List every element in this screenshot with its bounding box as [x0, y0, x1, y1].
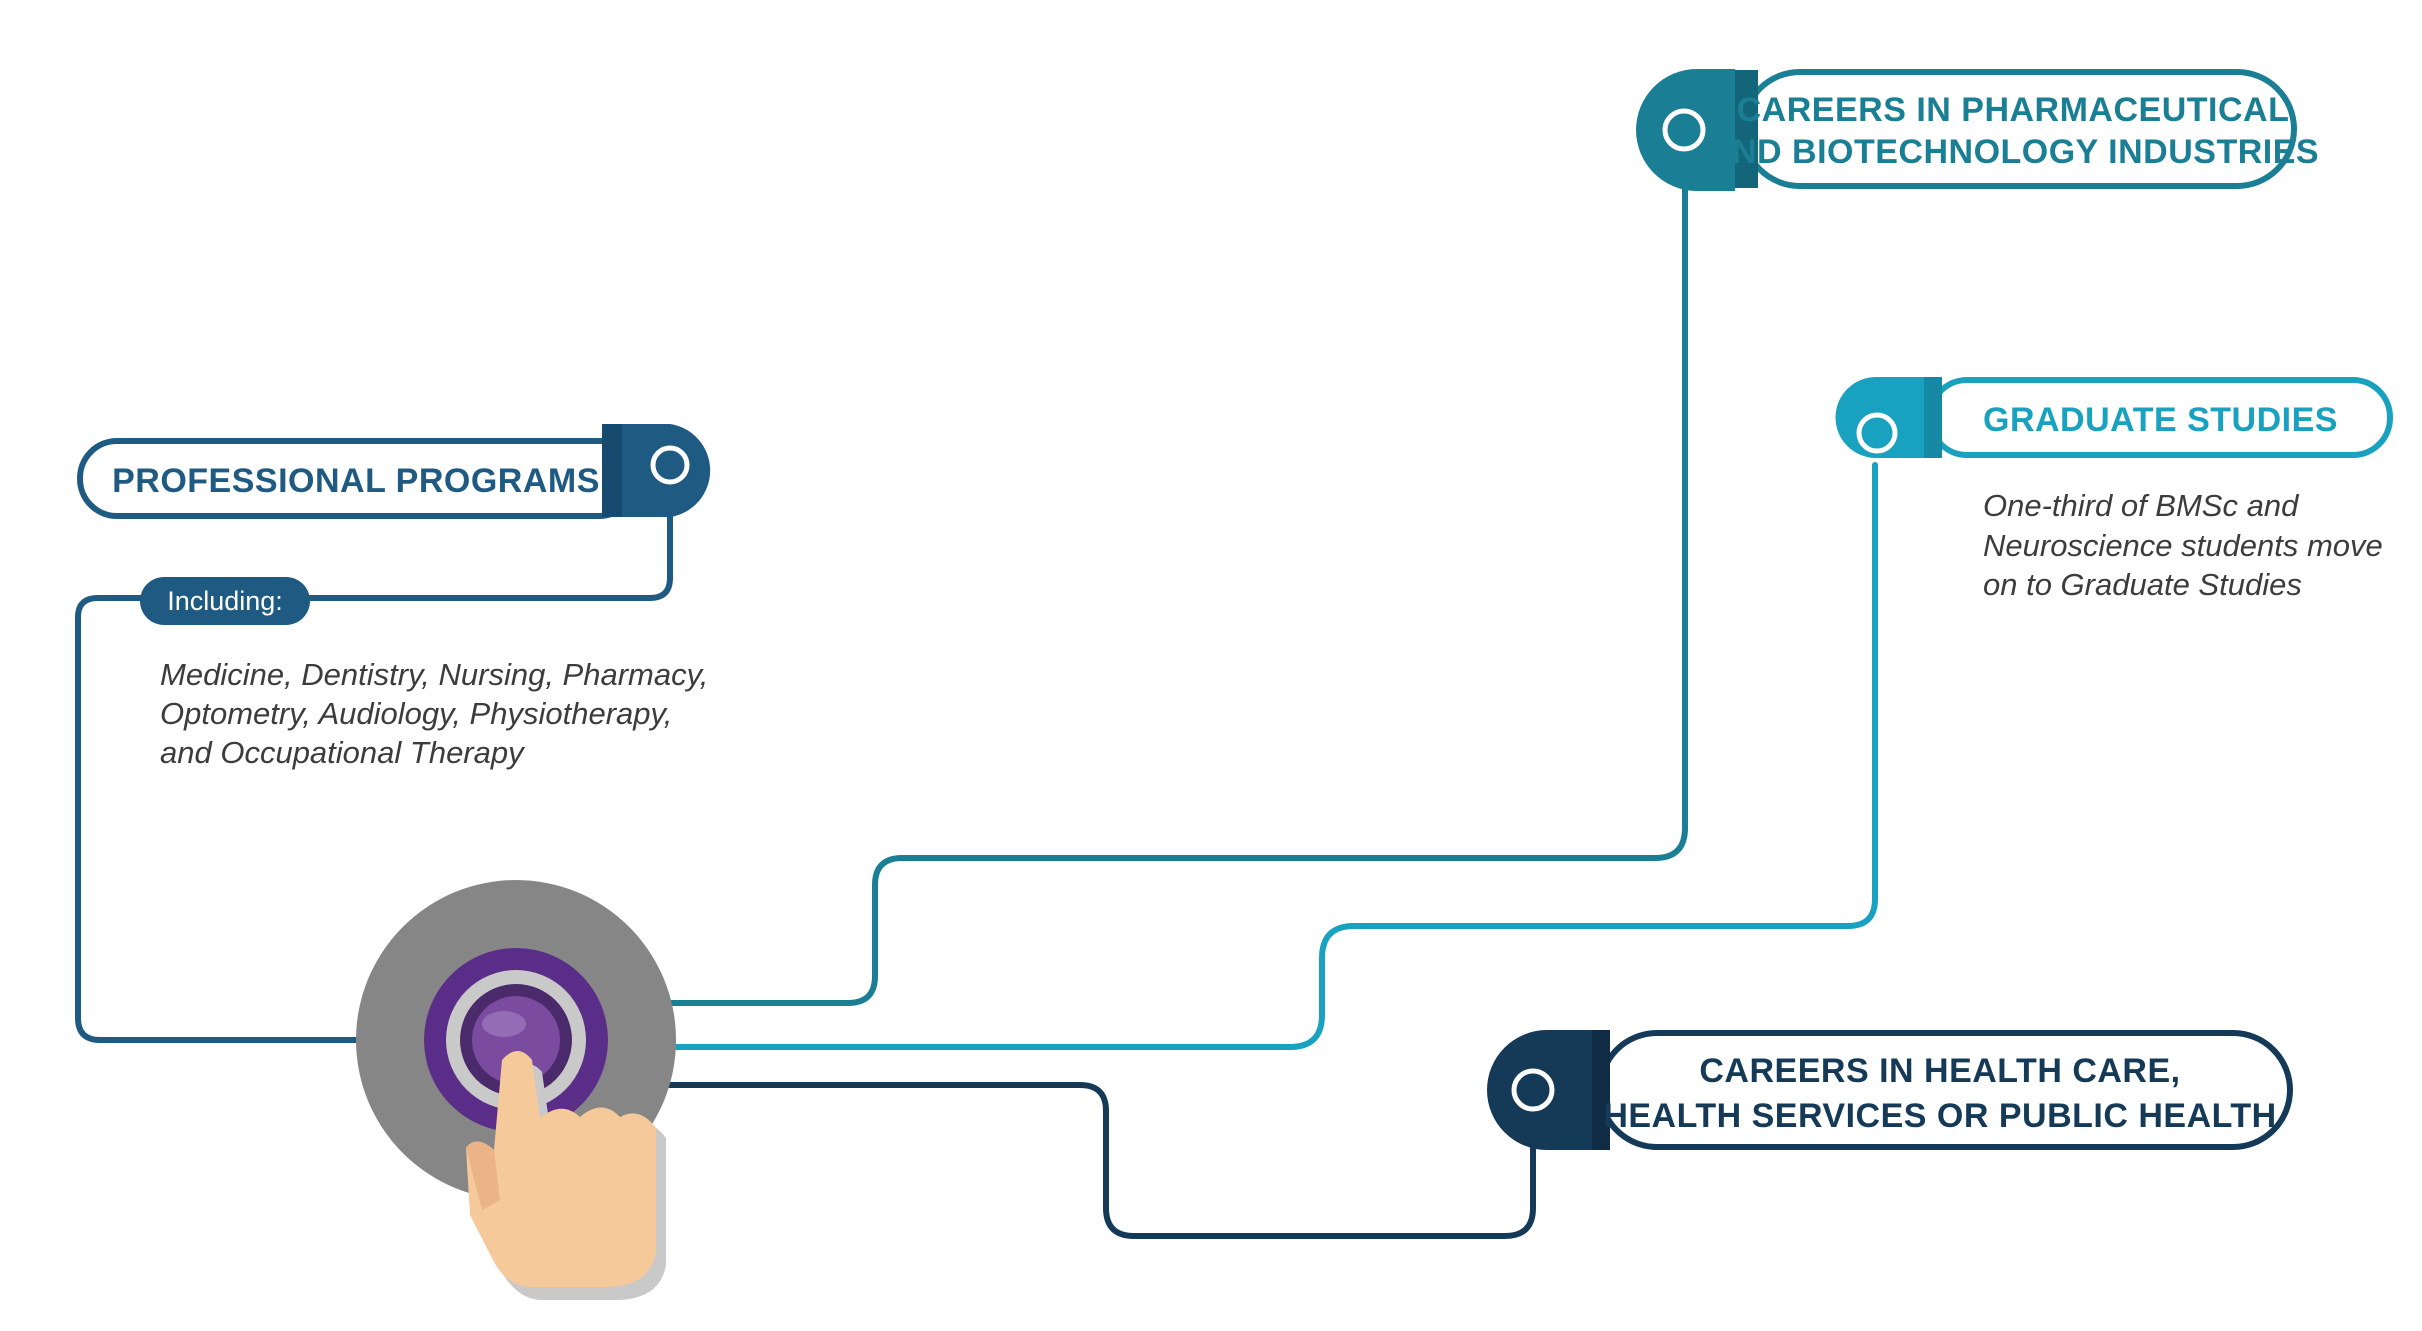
professional-desc-1: Medicine, Dentistry, Nursing, Pharmacy,: [160, 657, 708, 692]
button-highlight: [482, 1011, 526, 1037]
hand-thumb: [466, 1141, 500, 1210]
professional-cap: [622, 424, 711, 517]
graduate-desc-2: Neuroscience students move: [1983, 528, 2383, 563]
connector-health: [577, 1082, 1536, 1239]
pharma-title-line1: CAREERS IN PHARMACEUTICAL: [1737, 91, 2290, 129]
pharma-title-line2: AND BIOTECHNOLOGY INDUSTRIES: [1707, 133, 2319, 171]
pharma-cap: [1636, 69, 1735, 191]
ring-icon: [1662, 108, 1706, 152]
professional-title: PROFESSIONAL PROGRAMS: [112, 462, 600, 500]
including-tag-label: Including:: [167, 586, 283, 616]
connector-graduate: [582, 462, 1878, 1050]
including-tag: [140, 577, 310, 625]
graduate-title: GRADUATE STUDIES: [1983, 401, 2338, 439]
health-cap: [1487, 1030, 1592, 1150]
node-professional: PROFESSIONAL PROGRAMS Including: Medicin…: [77, 424, 711, 770]
connector-pharma: [577, 127, 1688, 1006]
node-pharma: CAREERS IN PHARMACEUTICAL AND BIOTECHNOL…: [1636, 69, 2319, 191]
health-title-line2: HEALTH SERVICES OR PUBLIC HEALTH: [1603, 1097, 2276, 1135]
pharma-tab: [1728, 70, 1758, 188]
hand-fill: [466, 1051, 656, 1287]
graduate-desc-3: on to Graduate Studies: [1983, 567, 2302, 602]
professional-desc-2: Optometry, Audiology, Physiotherapy,: [160, 696, 672, 731]
node-graduate: GRADUATE STUDIES One-third of BMSc and N…: [1835, 377, 2393, 602]
node-health: CAREERS IN HEALTH CARE, HEALTH SERVICES …: [1487, 1030, 2293, 1150]
connector-professional: [75, 462, 673, 1043]
graduate-desc-1: One-third of BMSc and: [1983, 488, 2300, 523]
ring-icon: [1511, 1068, 1555, 1112]
ring-icon: [1856, 412, 1898, 454]
health-title-line1: CAREERS IN HEALTH CARE,: [1699, 1052, 2180, 1090]
pointing-hand-icon: [466, 1051, 666, 1300]
professional-desc-3: and Occupational Therapy: [160, 735, 526, 770]
ring-icon: [650, 445, 690, 485]
connector-lines: [75, 127, 1878, 1239]
